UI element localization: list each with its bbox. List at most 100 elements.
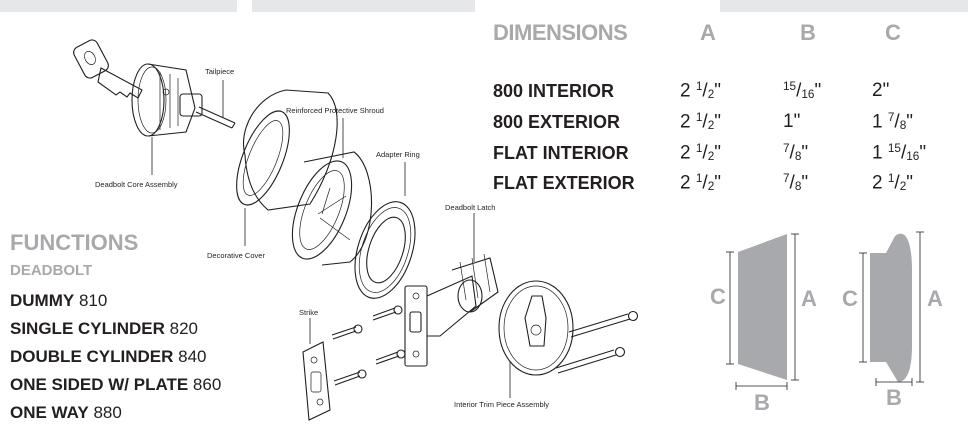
- functions-subtitle: DEADBOLT: [10, 262, 93, 279]
- function-item: DOUBLE CYLINDER 840: [10, 347, 207, 367]
- function-name: ONE SIDED W/ PLATE: [10, 375, 189, 394]
- dim-slash: /: [796, 80, 802, 102]
- function-code: 820: [164, 319, 198, 338]
- dim-unit: ": [919, 142, 927, 164]
- adapter-ring-illustration: [354, 201, 416, 299]
- dim-row-label: FLAT INTERIOR: [493, 143, 629, 163]
- dim-whole: 1: [872, 142, 888, 164]
- dim-numerator: 1: [887, 172, 895, 185]
- label-deadbolt-core: Deadbolt Core Assembly: [95, 180, 178, 189]
- dim-cell-a: 2 1/2": [680, 142, 721, 164]
- dim-unit: ": [714, 80, 721, 102]
- dim-whole: 2: [680, 142, 696, 164]
- leader-lines: [151, 80, 511, 398]
- dim-unit: ": [801, 172, 809, 194]
- profile-diagram-right: C A B: [842, 231, 943, 410]
- functions-title: FUNCTIONS: [10, 230, 139, 255]
- dim-denominator: 2: [899, 180, 907, 194]
- dim-slash: /: [894, 111, 900, 133]
- label-deadbolt-latch: Deadbolt Latch: [445, 203, 495, 212]
- dim-denominator: 2: [707, 180, 715, 194]
- dim-numerator: 7: [887, 111, 895, 124]
- dim-denominator: 16: [801, 88, 815, 102]
- dim-whole: 2: [680, 80, 696, 102]
- dim-slash: /: [900, 142, 907, 164]
- dim-numerator: 7: [783, 142, 790, 155]
- profile-right-c: C: [842, 286, 858, 311]
- dim-numerator: 1: [695, 172, 703, 185]
- dim-numerator: 1: [695, 80, 703, 93]
- dim-slash: /: [702, 142, 708, 164]
- function-code: 860: [188, 375, 222, 394]
- dim-cell-b: 7/8": [783, 172, 808, 194]
- dim-denominator: 8: [794, 150, 802, 164]
- decorative-cover-illustration: [236, 89, 338, 211]
- function-code: 840: [173, 347, 207, 366]
- dim-slash: /: [789, 142, 795, 164]
- dim-denominator: 8: [899, 119, 907, 133]
- dim-denominator: 2: [707, 88, 715, 102]
- dim-whole: 2": [872, 80, 890, 101]
- label-reinforced-shroud: Reinforced Protective Shroud: [286, 106, 384, 115]
- dim-slash: /: [702, 80, 708, 102]
- dimensions-title: DIMENSIONS: [493, 20, 628, 45]
- dim-whole: 2: [872, 172, 888, 194]
- profile-left-c: C: [710, 284, 726, 309]
- label-strike: Strike: [299, 308, 318, 317]
- dim-cell-a: 2 1/2": [680, 111, 721, 133]
- dim-cell-c: 1 7/8": [872, 111, 913, 133]
- label-tailpiece: Tailpiece: [205, 67, 234, 76]
- profile-left-b: B: [754, 390, 770, 415]
- dim-cell-c: 2": [872, 80, 889, 102]
- function-item: ONE SIDED W/ PLATE 860: [10, 375, 221, 395]
- dim-unit: ": [714, 142, 721, 164]
- label-interior-trim: Interior Trim Piece Assembly: [454, 400, 549, 409]
- reinforced-shroud-illustration: [291, 151, 373, 266]
- dim-denominator: 16: [906, 150, 920, 164]
- top-strip-3: [720, 0, 968, 12]
- dim-col-c: C: [885, 20, 901, 45]
- dim-denominator: 2: [707, 119, 715, 133]
- dim-whole: 1: [872, 111, 888, 133]
- dim-unit: ": [814, 80, 822, 102]
- dim-whole: 1": [783, 111, 801, 132]
- dim-unit: ": [714, 172, 721, 194]
- dim-cell-a: 2 1/2": [680, 172, 721, 194]
- dim-cell-b: 1": [783, 111, 800, 133]
- function-item: DUMMY 810: [10, 291, 107, 311]
- dim-slash: /: [702, 111, 708, 133]
- dim-row-label: 800 EXTERIOR: [493, 112, 621, 132]
- dim-slash: /: [894, 172, 900, 194]
- dim-numerator: 1: [695, 111, 703, 124]
- interior-trim-illustration: [498, 280, 639, 376]
- dim-cell-c: 2 1/2": [872, 172, 913, 194]
- deadbolt-latch-illustration: [404, 253, 499, 367]
- dim-numerator: 15: [783, 80, 797, 93]
- profile-right-a: A: [927, 286, 943, 311]
- dim-numerator: 15: [887, 142, 901, 155]
- dim-denominator: 2: [707, 150, 715, 164]
- dim-unit: ": [906, 111, 913, 133]
- dim-col-b: B: [800, 20, 816, 45]
- function-item: ONE WAY 880: [10, 403, 122, 423]
- dim-row-label: 800 INTERIOR: [493, 81, 615, 101]
- dim-cell-a: 2 1/2": [680, 80, 721, 102]
- dim-slash: /: [789, 172, 795, 194]
- function-name: SINGLE CYLINDER: [10, 319, 165, 338]
- profile-diagram-left: C A B: [710, 233, 817, 415]
- function-name: DOUBLE CYLINDER: [10, 347, 174, 366]
- function-name: ONE WAY: [10, 403, 89, 422]
- dim-col-a: A: [700, 20, 716, 45]
- dim-numerator: 7: [783, 172, 790, 185]
- dim-unit: ": [906, 172, 913, 194]
- dim-slash: /: [702, 172, 708, 194]
- profile-right-b: B: [886, 385, 902, 410]
- dim-cell-c: 1 15/16": [872, 142, 926, 164]
- dim-unit: ": [714, 111, 721, 133]
- dim-row-label: FLAT EXTERIOR: [493, 173, 635, 193]
- profile-left-a: A: [801, 286, 817, 311]
- deadbolt-core-illustration: [131, 63, 236, 137]
- dim-whole: 2: [680, 111, 696, 133]
- dim-whole: 2: [680, 172, 696, 194]
